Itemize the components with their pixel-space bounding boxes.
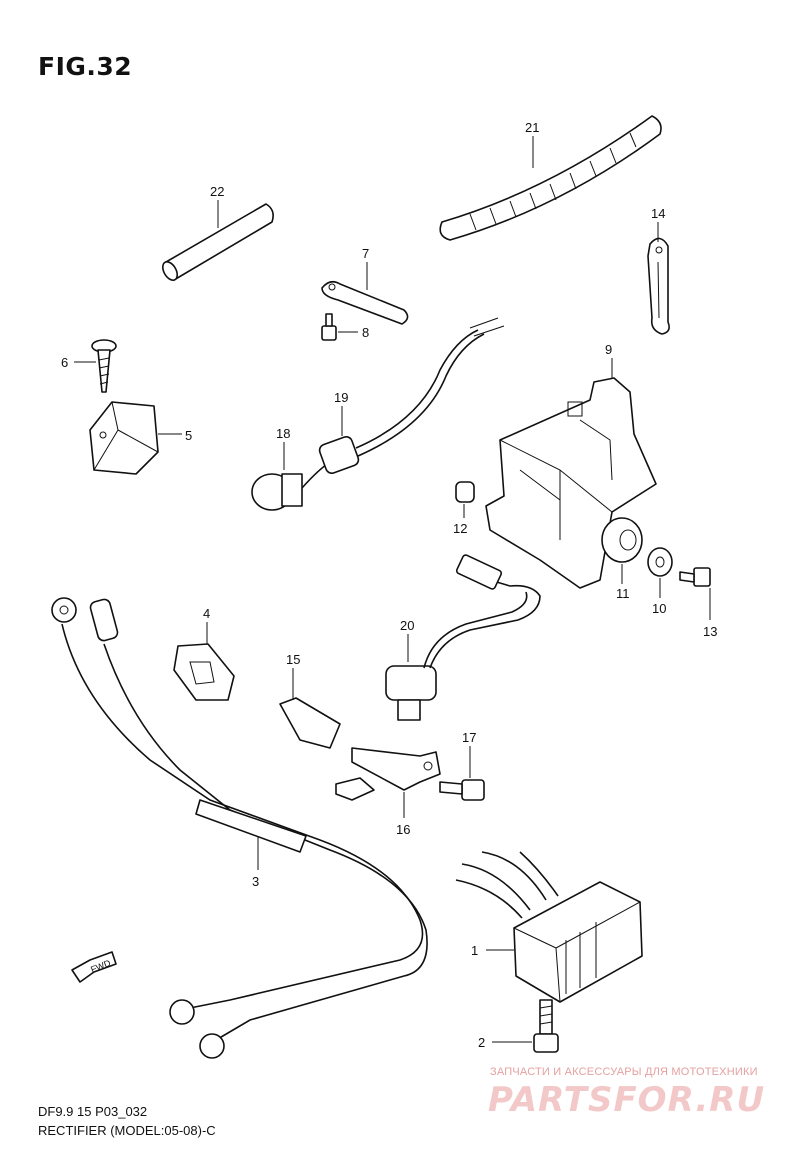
footer-code: DF9.9 15 P03_032: [38, 1104, 148, 1119]
part-label-14: 14: [651, 206, 665, 221]
part-label-7: 7: [362, 246, 369, 261]
part-22-tube[interactable]: [160, 203, 274, 283]
part-label-12: 12: [453, 521, 467, 536]
part-label-22: 22: [210, 184, 224, 199]
part-label-3: 3: [252, 874, 259, 889]
part-label-2: 2: [478, 1035, 485, 1050]
part-7-clamp[interactable]: [321, 280, 409, 325]
part-label-5: 5: [185, 428, 192, 443]
part-label-1: 1: [471, 943, 478, 958]
part-label-18: 18: [276, 426, 290, 441]
footer-caption: RECTIFIER (MODEL:05-08)-C: [38, 1123, 216, 1138]
part-10-washer[interactable]: [647, 547, 673, 577]
part-1-rectifier[interactable]: [455, 851, 643, 1003]
part-label-21: 21: [525, 120, 539, 135]
part-3-wire-harness[interactable]: [51, 597, 428, 1059]
fwd-arrow-icon: FWD: [71, 951, 117, 983]
part-9-bracket[interactable]: [485, 377, 657, 589]
part-label-17: 17: [462, 730, 476, 745]
part-label-16: 16: [396, 822, 410, 837]
figure-title: FIG.32: [38, 52, 133, 81]
part-18-switch[interactable]: [251, 461, 331, 511]
part-21-spiral-wrap[interactable]: [439, 115, 662, 241]
part-6-screw[interactable]: [91, 339, 117, 393]
part-label-11: 11: [616, 586, 630, 601]
part-label-8: 8: [362, 325, 369, 340]
part-label-6: 6: [61, 355, 68, 370]
part-19-grommet[interactable]: [318, 317, 505, 475]
part-label-10: 10: [652, 601, 666, 616]
part-label-9: 9: [605, 342, 612, 357]
watermark-tagline: ЗАПЧАСТИ И АКСЕССУАРЫ ДЛЯ МОТОТЕХНИКИ: [490, 1066, 758, 1078]
part-12-cap[interactable]: [455, 481, 475, 503]
part-15-clip[interactable]: [279, 697, 341, 749]
part-label-15: 15: [286, 652, 300, 667]
part-5-holder[interactable]: [89, 401, 159, 475]
part-16-bracket[interactable]: [335, 747, 441, 801]
part-2-bolt[interactable]: [533, 999, 559, 1053]
part-4-grommet[interactable]: [173, 643, 235, 701]
part-14-cable-strap[interactable]: [647, 237, 670, 335]
part-label-20: 20: [400, 618, 414, 633]
part-13-bolt[interactable]: [679, 567, 711, 587]
part-label-13: 13: [703, 624, 717, 639]
part-label-19: 19: [334, 390, 348, 405]
part-20-sensor[interactable]: [385, 554, 541, 721]
part-8-bolt[interactable]: [321, 313, 337, 341]
part-17-bolt[interactable]: [439, 779, 485, 801]
part-label-4: 4: [203, 606, 210, 621]
watermark-brand: PARTSFOR.RU: [488, 1080, 766, 1120]
part-11-grommet[interactable]: [601, 517, 643, 563]
